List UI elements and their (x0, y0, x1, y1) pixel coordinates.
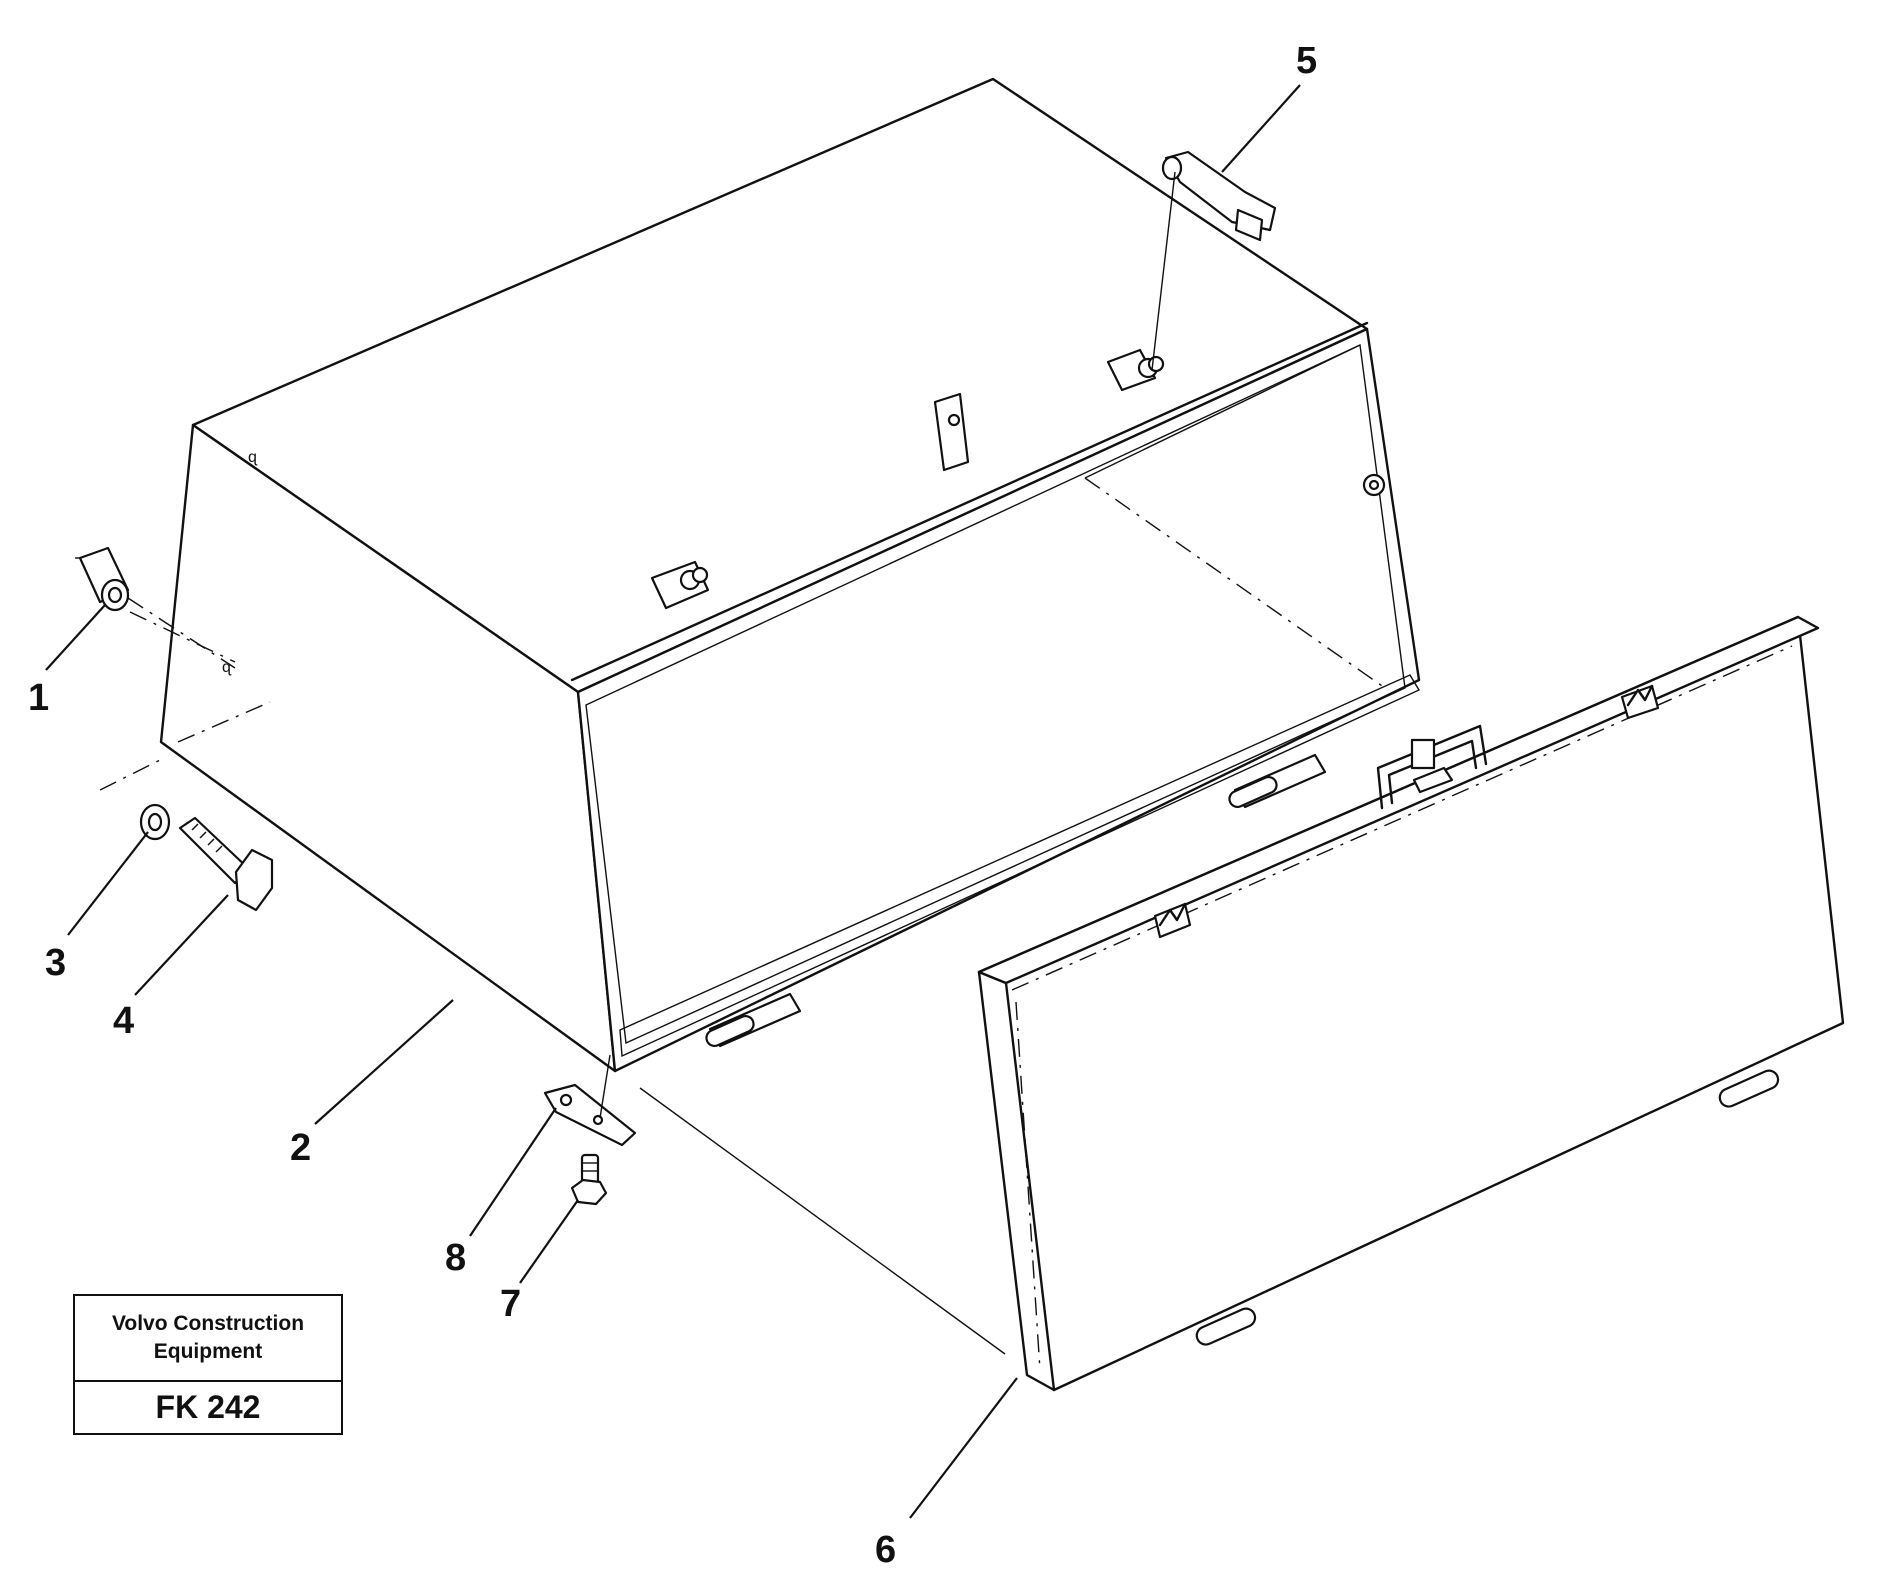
drawing-code: FK 242 (155, 1389, 261, 1425)
leader-4 (134, 894, 229, 996)
svg-text:ɋ: ɋ (222, 659, 232, 676)
top-bracket-middle (933, 392, 970, 472)
callout-3: 3 (45, 942, 66, 984)
lid-tab-bottom-right (1718, 1069, 1780, 1108)
box-hinge-tab-lower (705, 992, 802, 1048)
part-8-latch-plate (543, 1054, 637, 1147)
callout-8: 8 (445, 1237, 466, 1279)
lid-handle (1376, 724, 1488, 810)
leader-8 (469, 1107, 557, 1237)
lid-panel (977, 615, 1845, 1392)
leader-3 (67, 831, 149, 936)
leader-7 (519, 1199, 579, 1284)
leader-6 (909, 1377, 1018, 1519)
title-block: Volvo Construction Equipment FK 242 (73, 1294, 343, 1435)
callout-5: 5 (1296, 40, 1317, 82)
part-1-spacer (75, 546, 236, 669)
part-7-screw (570, 1153, 608, 1206)
part-3-washer (139, 803, 171, 841)
callout-4: 4 (113, 1000, 134, 1042)
callout-6: 6 (875, 1529, 896, 1571)
callout-2: 2 (290, 1127, 311, 1169)
side-latch-knob (1362, 473, 1386, 497)
leader-2 (314, 999, 454, 1125)
leader-5 (1221, 84, 1301, 173)
callout-7: 7 (500, 1283, 521, 1325)
box-hinge-tab-right (1228, 753, 1327, 809)
callout-1: 1 (28, 677, 49, 719)
box-housing: ɋ ɋ (99, 77, 1421, 1073)
lid-hinge-middle (1153, 902, 1192, 939)
lid-tab-bottom-left (1195, 1307, 1257, 1346)
svg-text:ɋ: ɋ (248, 449, 258, 466)
lid-hinge-top (1620, 684, 1660, 720)
assembly-line-box-lid (639, 1087, 1006, 1355)
part-5-hinge-arm (1151, 150, 1277, 371)
top-bracket-left (650, 560, 710, 610)
leader-1 (45, 604, 106, 671)
part-4-bolt (178, 816, 274, 912)
company-name: Volvo Construction Equipment (75, 1296, 341, 1382)
